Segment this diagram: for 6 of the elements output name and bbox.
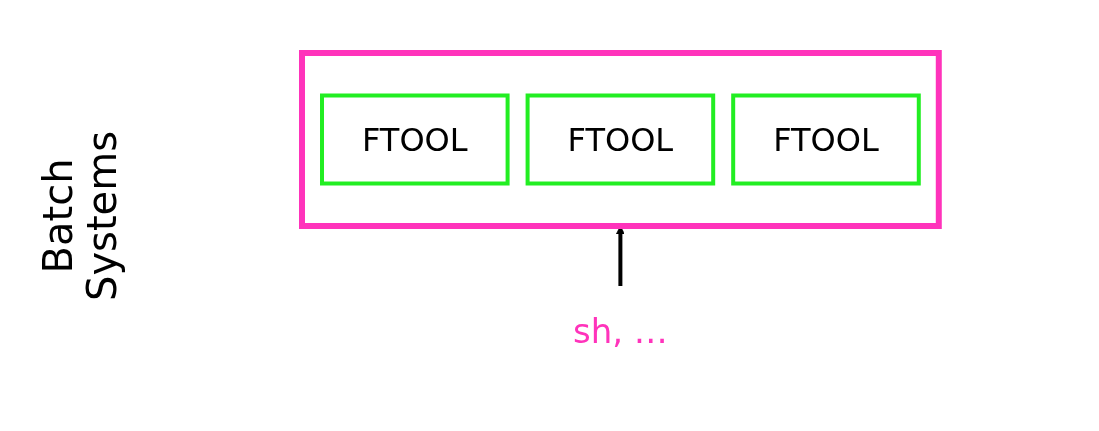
node-box: FTOOL xyxy=(730,93,921,186)
rotated-label: Batch Systems xyxy=(36,130,124,301)
node-box: FTOOL xyxy=(525,93,715,186)
cluster xyxy=(298,50,942,229)
node-text: sh, … xyxy=(572,311,668,351)
node-box: FTOOL xyxy=(319,93,510,186)
